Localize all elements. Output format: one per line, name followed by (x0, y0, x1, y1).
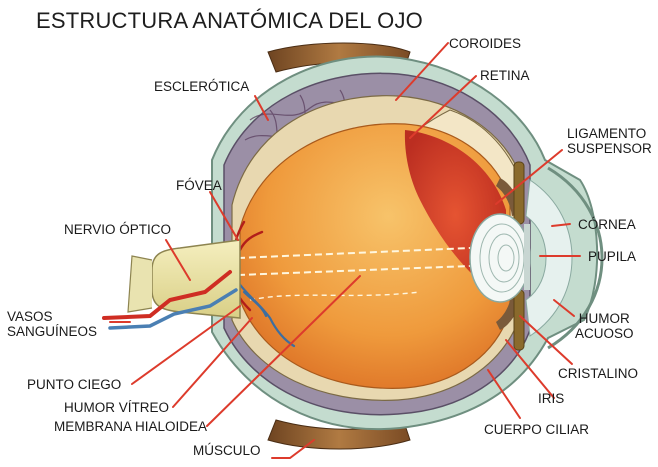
label-pupila: PUPILA (588, 249, 636, 264)
iris-bottom (514, 290, 524, 350)
label-iris: IRIS (538, 391, 564, 406)
label-humor-vitreo: HUMOR VÍTREO (64, 400, 169, 415)
label-musculo: MÚSCULO (193, 443, 261, 458)
label-fovea: FÓVEA (176, 178, 222, 193)
label-retina: RETINA (480, 68, 530, 83)
label-esclerotica: ESCLERÓTICA (154, 79, 249, 94)
iris-top (514, 162, 524, 224)
label-cornea: CÓRNEA (578, 217, 636, 232)
label-vasos-sanguineos: VASOS SANGUÍNEOS (7, 309, 97, 339)
label-punto-ciego: PUNTO CIEGO (27, 377, 121, 392)
label-membrana-hialoidea: MEMBRANA HIALOIDEA (54, 419, 207, 434)
lens (470, 214, 530, 302)
label-cristalino: CRISTALINO (558, 366, 638, 381)
diagram-title: ESTRUCTURA ANATÓMICA DEL OJO (36, 8, 423, 34)
label-humor-acuoso: HUMOR ACUOSO (575, 311, 634, 341)
label-ligamento-suspensor: LIGAMENTO SUSPENSOR (567, 126, 652, 156)
label-cuerpo-ciliar: CUERPO CILIAR (484, 422, 589, 437)
label-coroides: COROIDES (449, 36, 521, 51)
label-nervio-optico: NERVIO ÓPTICO (64, 222, 171, 237)
